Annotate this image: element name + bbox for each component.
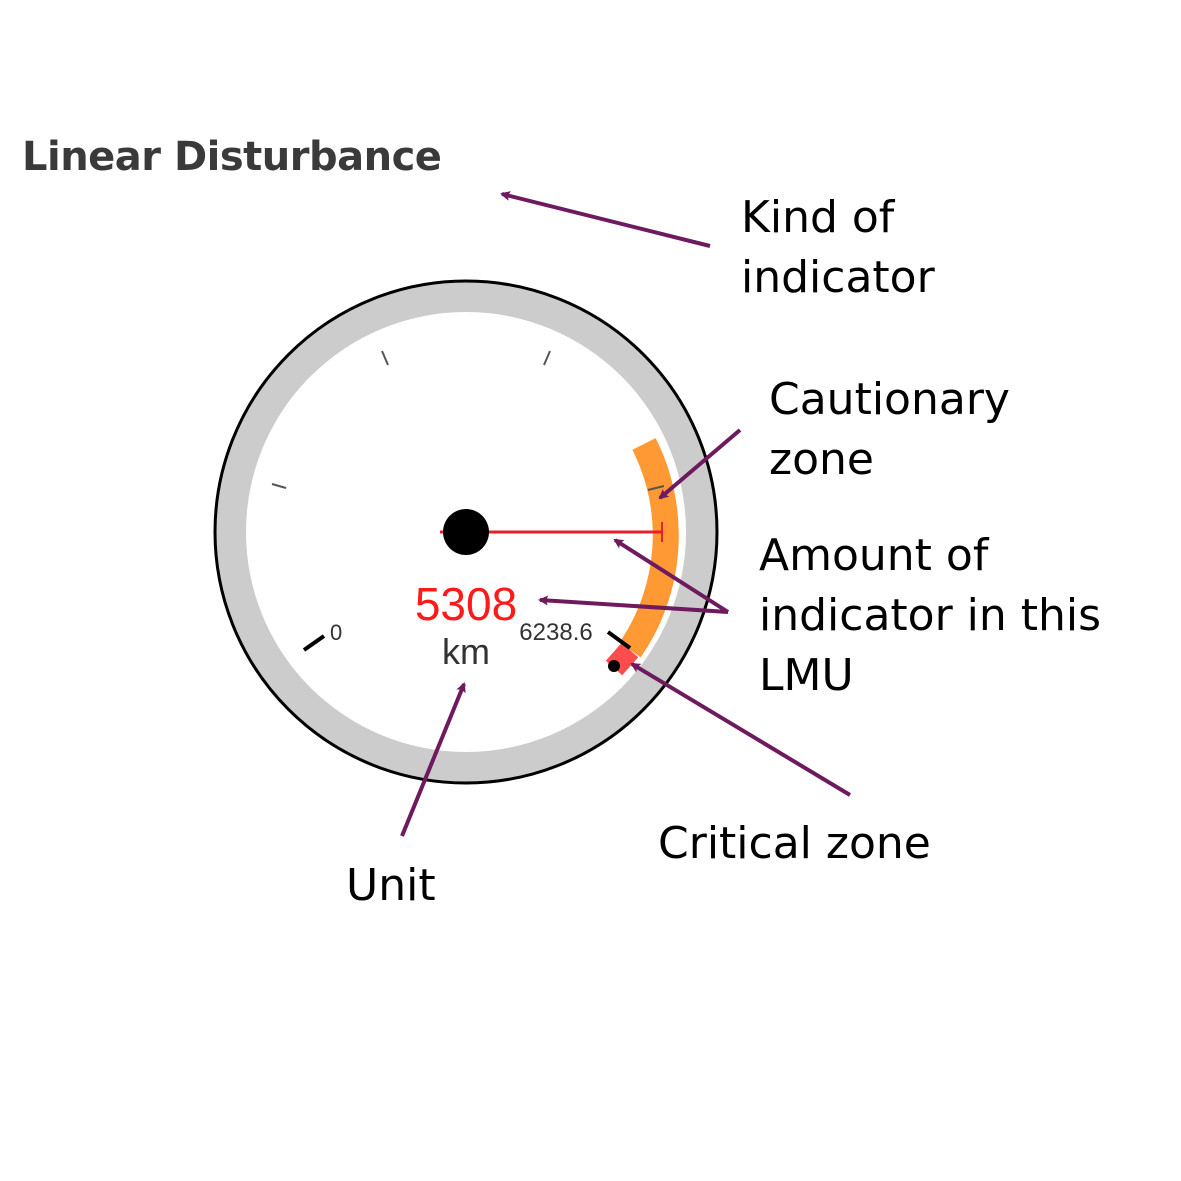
gauge-hub bbox=[443, 509, 489, 555]
gauge-min-label: 0 bbox=[330, 620, 342, 645]
annotation-line: indicator in this bbox=[759, 590, 1102, 641]
kind-of-indicator-label: Kind of indicator bbox=[741, 188, 935, 308]
gauge-threshold-tick bbox=[606, 630, 632, 650]
gauge-threshold-label: 6238.6 bbox=[519, 619, 592, 646]
cautionary-zone-arrow bbox=[658, 428, 742, 500]
gauge-tick bbox=[381, 350, 389, 366]
amount-to-needle-arrow bbox=[613, 538, 730, 614]
annotation-line: indicator bbox=[741, 252, 935, 303]
unit-label: Unit bbox=[346, 860, 436, 911]
annotation-line: Kind of bbox=[741, 192, 895, 243]
critical-zone-arrow bbox=[630, 662, 852, 797]
gauge-unit: km bbox=[442, 631, 490, 672]
gauge-min-tick bbox=[302, 634, 326, 652]
gauge-tick bbox=[647, 485, 665, 491]
gauge-title: Linear Disturbance bbox=[22, 134, 442, 180]
annotation-line: LMU bbox=[759, 650, 854, 701]
gauge-tick bbox=[271, 483, 287, 489]
amount-to-value-arrow bbox=[538, 595, 729, 614]
kind-of-indicator-arrow bbox=[500, 191, 711, 248]
cautionary-zone-arc bbox=[619, 438, 679, 658]
critical-marker-dot bbox=[608, 660, 620, 672]
cautionary-zone-label: Cautionary zone bbox=[769, 370, 1010, 490]
gauge-tick bbox=[543, 350, 551, 366]
annotation-line: Amount of bbox=[759, 530, 989, 581]
annotation-line: zone bbox=[769, 434, 874, 485]
unit-arrow bbox=[400, 682, 466, 837]
critical-zone-label: Critical zone bbox=[658, 818, 931, 869]
annotation-line: Cautionary bbox=[769, 374, 1010, 425]
amount-of-indicator-label: Amount of indicator in this LMU bbox=[759, 526, 1101, 706]
gauge-value: 5308 bbox=[415, 578, 517, 630]
